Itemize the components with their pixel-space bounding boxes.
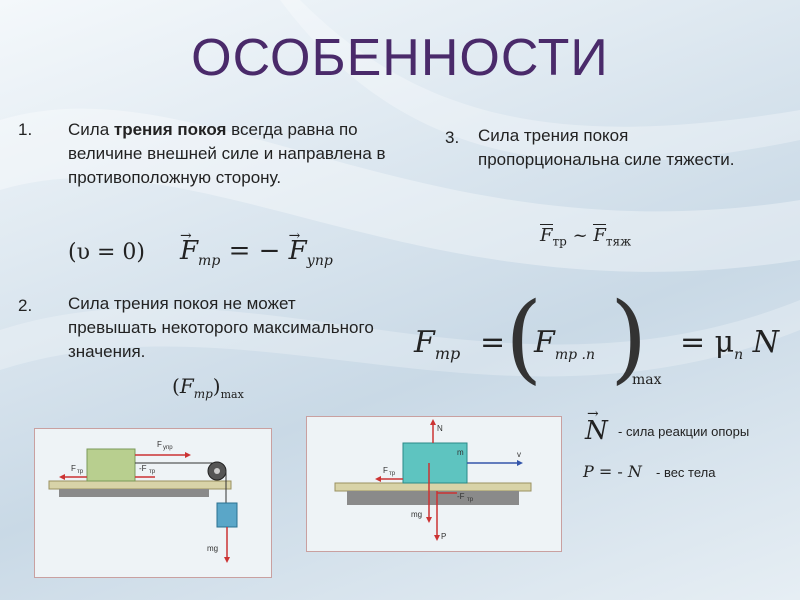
label-ftr: F (383, 466, 388, 475)
hanging-weight (216, 502, 238, 528)
table-base (347, 491, 519, 505)
item3-formula: Fтр ~ Fтяж (540, 224, 632, 249)
label-mg: mg (207, 544, 218, 553)
table-top (334, 482, 532, 492)
svg-text:упр: упр (163, 445, 173, 451)
item2-number: 2. (18, 296, 33, 315)
big-formula-paren-right: ) (610, 282, 648, 394)
item3-text: Сила трения покоя пропорциональна силе т… (478, 126, 735, 169)
label-v: v (517, 450, 521, 459)
item1-formula-condition: (υ = 0) (68, 240, 145, 265)
page-title: ОСОБЕННОСТИ (191, 29, 609, 87)
item2-text: Сила трения покоя не может превышать нек… (68, 294, 374, 361)
figure-pulley: F упр F тр -F тр mg (34, 428, 272, 578)
svg-text:тр: тр (389, 471, 396, 477)
block (86, 448, 136, 482)
figure-block-diagram: m N v F тр -F тр mg P (307, 417, 561, 551)
table-base (59, 489, 209, 497)
big-formula-max: max (632, 372, 662, 388)
legend-P-desc: - вес тела (656, 465, 716, 480)
big-formula-eq: = (480, 325, 506, 360)
big-formula-rhs: = μп N (680, 325, 779, 363)
big-formula-inner: Fтр .п (534, 325, 595, 363)
label-P: P (441, 532, 446, 541)
legend-P-formula: P = - N (583, 462, 642, 481)
big-formula: Fтр (414, 325, 461, 363)
label-mftr: -F (457, 492, 465, 501)
legend-N-desc: - сила реакции опоры (618, 424, 750, 439)
table-top (48, 480, 232, 490)
item2-formula: (Fтр)max (172, 374, 244, 401)
item3-number: 3. (445, 128, 460, 147)
svg-text:тр: тр (149, 469, 156, 475)
label-N: N (437, 424, 443, 433)
item1-text: Сила трения покоя всегда равна по величи… (68, 120, 386, 187)
svg-text:тр: тр (467, 497, 474, 503)
big-formula-paren-left: ( (505, 282, 543, 394)
svg-text:тр: тр (77, 469, 84, 475)
figure-pulley-diagram: F упр F тр -F тр mg (35, 429, 271, 577)
label-m: m (457, 448, 464, 457)
label-mg: mg (411, 510, 422, 519)
item1-formula: →Fтр = − →Fупр (180, 228, 333, 270)
legend-N-symbol: →N (585, 406, 608, 446)
item1-number: 1. (18, 120, 33, 139)
figure-block-table: m N v F тр -F тр mg P (306, 416, 562, 552)
label-fupr: F (157, 440, 162, 449)
label-mftr: -F (139, 464, 147, 473)
label-ftr: F (71, 464, 76, 473)
